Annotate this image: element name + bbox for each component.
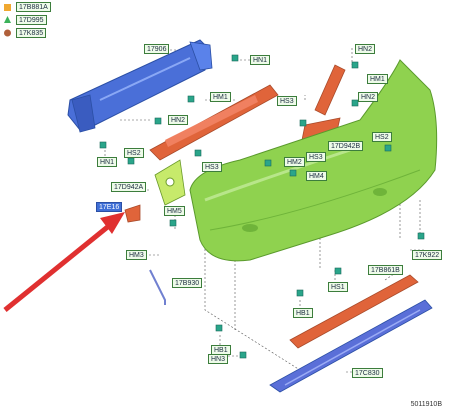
side-bracket	[154, 159, 186, 206]
part-label-hm1-mid[interactable]: HM1	[210, 92, 231, 102]
part-label-hn3[interactable]: HN3	[208, 354, 229, 364]
part-label-hs2-left[interactable]: HS2	[124, 148, 144, 158]
part-label-hn2-top[interactable]: HN2	[355, 44, 376, 54]
part-label-hs3-mid[interactable]: HS3	[202, 162, 222, 172]
part-label-hs3-top[interactable]: HS3	[277, 96, 297, 106]
legend-circle-icon	[4, 29, 11, 37]
part-label-hn1-left[interactable]: HN1	[97, 157, 118, 167]
rod	[149, 269, 166, 305]
legend-triangle-icon	[4, 16, 11, 23]
lower-reinforcement	[289, 274, 419, 349]
part-label-hs1[interactable]: HS1	[328, 282, 348, 292]
part-label-17906[interactable]: 17906	[144, 44, 170, 54]
lower-deflector	[269, 299, 433, 393]
part-label-17d942a[interactable]: 17D942A	[111, 182, 147, 192]
legend-code: 17B881A	[16, 2, 51, 12]
upper-bracket	[149, 84, 279, 161]
part-label-17k922[interactable]: 17K922	[412, 250, 443, 260]
part-label-17d942b[interactable]: 17D942B	[328, 141, 364, 151]
pointer-arrow	[3, 212, 125, 312]
part-label-selected[interactable]: 17E16	[96, 202, 123, 212]
bumper-beam	[67, 39, 213, 133]
part-label-hn1-top[interactable]: HN1	[250, 55, 271, 65]
part-label-hm3[interactable]: HM3	[126, 250, 147, 260]
part-label-hm2[interactable]: HM2	[284, 157, 305, 167]
legend-square-icon	[4, 4, 11, 11]
legend-code: 17D995	[16, 15, 47, 25]
fasteners	[99, 54, 425, 359]
legend-code: 17K835	[16, 28, 47, 38]
part-label-17b930[interactable]: 17B930	[172, 278, 203, 288]
part-label-hs2-right[interactable]: HS2	[372, 132, 392, 142]
part-label-hm4[interactable]: HM4	[306, 171, 327, 181]
document-id: 5011910B	[410, 401, 442, 408]
part-label-hn2-left[interactable]: HN2	[168, 115, 189, 125]
part-label-hn2-right[interactable]: HN2	[358, 92, 379, 102]
part-label-hm1-right[interactable]: HM1	[367, 74, 388, 84]
part-label-hs3-low[interactable]: HS3	[306, 152, 326, 162]
part-label-17b861b[interactable]: 17B861B	[368, 265, 403, 275]
part-label-hm5[interactable]: HM5	[164, 206, 185, 216]
part-label-17c830[interactable]: 17C830	[352, 368, 383, 378]
part-label-hb1-mid[interactable]: HB1	[293, 308, 313, 318]
small-bracket	[124, 204, 141, 223]
